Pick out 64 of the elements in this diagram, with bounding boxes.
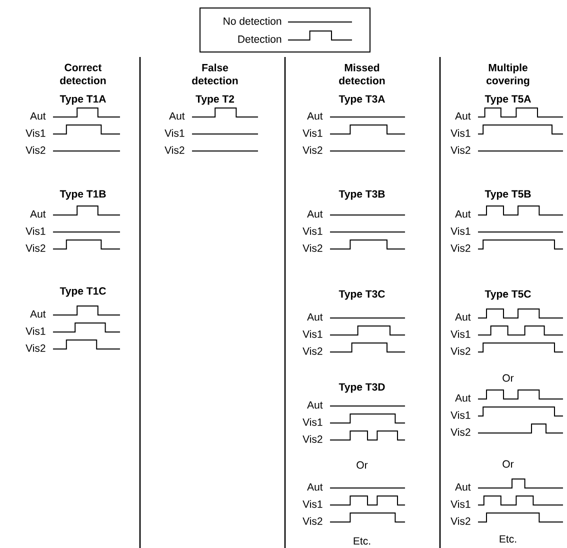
type-title: Type T5A [484,95,531,105]
signal-label: Vis2 [302,244,322,252]
type-title: Type T3B [338,190,385,200]
note-text: Or [356,461,368,469]
signal-label: Vis1 [164,129,184,137]
signal-label: Aut [307,210,323,218]
signal-label: Vis1 [26,227,46,235]
signal-label: Aut [30,112,46,120]
signal-label: Vis1 [26,129,46,137]
signal-label: Vis2 [302,347,322,355]
signal-label: Vis2 [302,517,322,525]
type-title: Type T2 [196,95,234,105]
signal-label: Vis1 [450,500,470,508]
signal-label: Vis2 [302,146,322,154]
type-title: Type T5B [484,190,531,200]
signal-label: Aut [455,394,471,402]
signal-label: Vis1 [26,327,46,335]
signal-label: Vis2 [450,244,470,252]
signal-label: Vis1 [302,500,322,508]
signal-label: Vis2 [450,347,470,355]
column-heading: Multiple covering [486,64,530,86]
legend-text: No detection [224,17,282,25]
signal-label: Aut [169,112,185,120]
signal-label: Vis1 [302,227,322,235]
type-title: Type T3A [338,95,385,105]
signal-label: Aut [30,310,46,318]
type-title: Type T3C [338,290,385,300]
signal-label: Aut [455,210,471,218]
signal-label: Aut [455,313,471,321]
note-text: Etc. [500,535,516,543]
type-title: Type T5C [484,290,531,300]
signal-label: Vis2 [450,146,470,154]
signal-label: Vis1 [302,418,322,426]
signal-label: Vis2 [26,244,46,252]
signal-label: Aut [307,483,323,491]
column-heading: Correct detection [60,64,106,84]
signal-label: Vis1 [450,129,470,137]
signal-label: Aut [307,313,323,321]
note-text: Or [502,460,514,468]
signal-label: Aut [455,112,471,120]
signal-label: Vis1 [302,330,322,338]
column-heading: False detection [192,64,238,84]
note-text: Etc. [354,537,370,545]
signal-label: Vis2 [450,517,470,525]
signal-label: Vis2 [450,428,470,436]
signal-label: Aut [30,210,46,218]
signal-label: Vis2 [302,435,322,443]
legend-text: Detection [238,35,282,43]
signal-label: Vis1 [450,411,470,419]
signal-label: Aut [307,112,323,120]
type-title: Type T1B [60,190,106,200]
type-title: Type T1A [60,95,106,105]
signal-label: Vis1 [450,330,470,338]
type-title: Type T1C [60,287,106,297]
signal-label: Aut [455,483,471,491]
signal-label: Aut [307,401,323,409]
note-text: Or [502,374,514,382]
column-heading: Missed detection [339,64,385,84]
type-title: Type T3D [338,383,385,393]
signal-label: Vis2 [26,344,46,352]
signal-label: Vis2 [26,146,46,154]
signal-label: Vis1 [302,129,322,137]
signal-label: Vis1 [450,227,470,235]
signal-label: Vis2 [164,146,184,154]
